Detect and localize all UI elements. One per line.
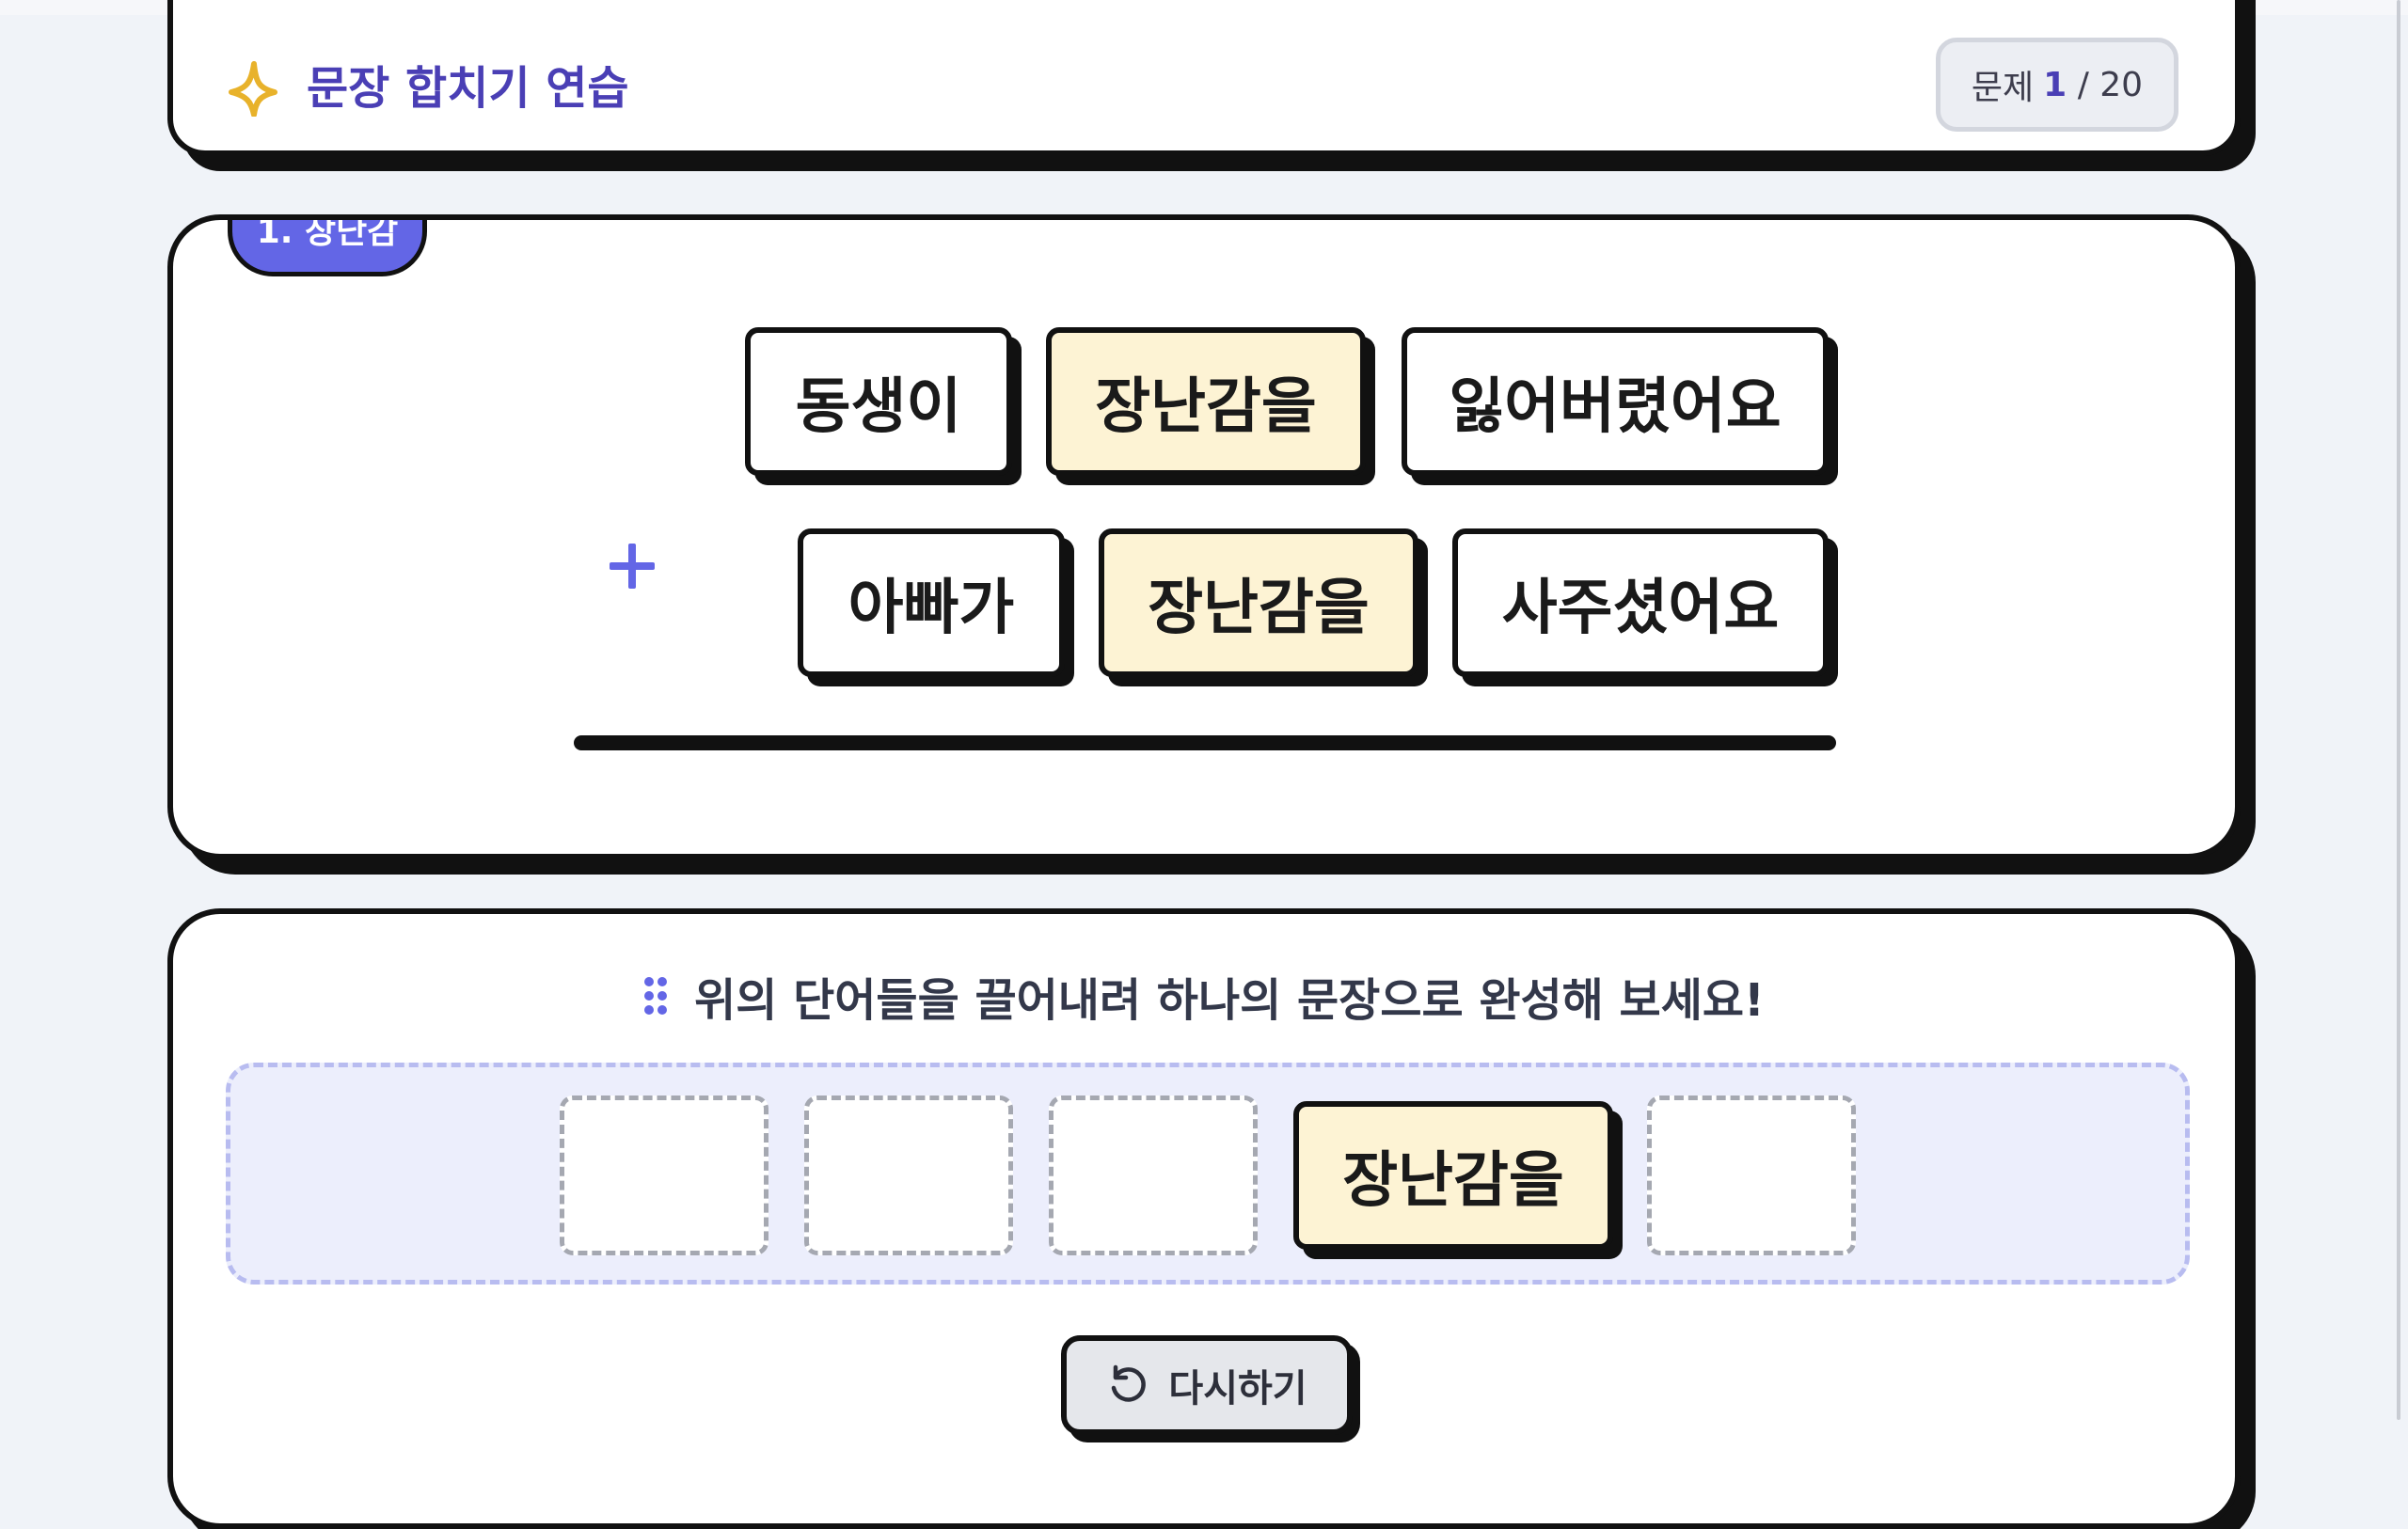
instruction-text: 위의 단어들을 끌어내려 하나의 문장으로 완성해 보세요! — [694, 974, 1765, 1027]
empty-slot[interactable] — [1647, 1096, 1856, 1255]
word-tile[interactable]: 사주셨어요 — [1452, 528, 1829, 677]
answer-card: 위의 단어들을 끌어내려 하나의 문장으로 완성해 보세요! 장난감을 다시하기 — [167, 908, 2241, 1529]
word-tile-highlighted[interactable]: 장난감을 — [1099, 528, 1418, 677]
problem-tag: 1. 장난감 — [228, 220, 427, 276]
counter-current: 1 — [2043, 65, 2067, 104]
divider-line — [574, 735, 1836, 750]
problem-counter: 문제 1 / 20 — [1936, 38, 2178, 132]
empty-slot[interactable] — [560, 1096, 768, 1255]
counter-label: 문제 — [1971, 69, 2035, 107]
drop-zone[interactable]: 장난감을 — [226, 1063, 2190, 1285]
word-tile[interactable]: 아빠가 — [798, 528, 1065, 677]
placed-word-tile[interactable]: 장난감을 — [1293, 1101, 1613, 1250]
header-bar: 문장 합치기 연습 문제 1 / 20 — [167, 0, 2241, 156]
word-tile[interactable]: 잃어버렸어요 — [1402, 327, 1829, 476]
page-title: 문장 합치기 연습 — [307, 62, 629, 115]
instruction: 위의 단어들을 끌어내려 하나의 문장으로 완성해 보세요! — [173, 963, 2235, 1029]
counter-total: / 20 — [2077, 65, 2144, 104]
drag-handle-icon — [644, 977, 668, 1015]
refresh-icon — [1112, 1364, 1147, 1402]
plus-icon — [610, 544, 655, 589]
retry-button[interactable]: 다시하기 — [1061, 1335, 1353, 1435]
word-tile[interactable]: 동생이 — [745, 327, 1012, 476]
problem-card: 1. 장난감 동생이 장난감을 잃어버렸어요 아빠가 장난감을 사주셨어요 — [167, 214, 2241, 859]
sparkle-icon — [229, 61, 277, 117]
word-tile-highlighted[interactable]: 장난감을 — [1046, 327, 1366, 476]
empty-slot[interactable] — [804, 1096, 1013, 1255]
retry-label: 다시하기 — [1168, 1367, 1307, 1411]
empty-slot[interactable] — [1049, 1096, 1258, 1255]
scrollbar[interactable] — [2397, 0, 2400, 1420]
